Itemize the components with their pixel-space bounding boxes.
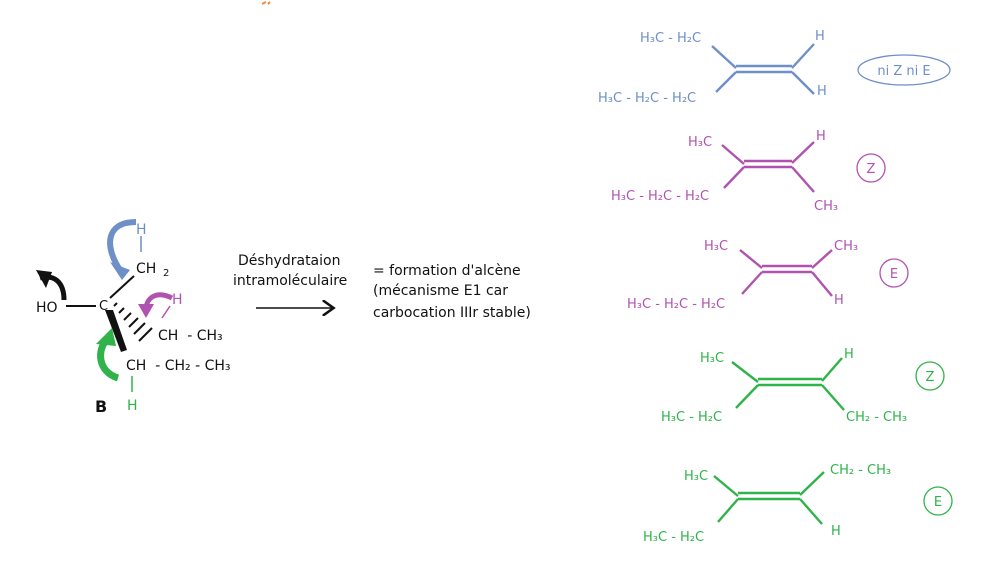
alkene-3-top-left: H₃C	[704, 239, 728, 254]
alkene-4-top-right: H	[844, 347, 854, 362]
alkene-5	[713, 471, 825, 525]
h-purple-label: H	[172, 292, 183, 308]
alkene-3	[739, 249, 833, 297]
alkene-4-bottom-left: H₃C - H₂C	[661, 410, 722, 425]
result-line1: = formation d'alcène	[373, 263, 521, 279]
ch-ch2-ch3-label: CH - CH₂ - CH₃	[126, 358, 231, 374]
alkene-4-stereo: Z	[926, 370, 935, 385]
green-arrowhead	[96, 328, 116, 346]
purple-arrowhead	[138, 304, 154, 318]
hashed-bond	[113, 302, 153, 342]
alkene-5-stereo: E	[934, 495, 942, 510]
black-arrowhead	[36, 270, 52, 288]
alkene-2	[721, 141, 815, 193]
alkene-4-top-left: H₃C	[700, 351, 724, 366]
blue-arrowhead	[110, 262, 130, 280]
alkene-1-stereo-oval	[857, 54, 951, 86]
alkene-4-bottom-right: CH₂ - CH₃	[846, 410, 907, 425]
ho-label: HO	[36, 300, 58, 316]
alkene-2-bottom-left: H₃C - H₂C - H₂C	[611, 189, 709, 204]
alkene-2-top-left: H₃C	[688, 135, 712, 150]
alkene-4-stereo-circle	[915, 361, 945, 391]
blue-curved-arrow	[107, 219, 137, 272]
alkene-3-bottom-left: H₃C - H₂C - H₂C	[627, 297, 725, 312]
result-line2: (mécanisme E1 car	[373, 283, 508, 299]
alkene-5-bottom-left: H₃C - H₂C	[643, 530, 704, 545]
ch-ch3-label: CH - CH₃	[158, 328, 223, 344]
h-green-label: H	[127, 398, 138, 414]
orange-mark	[261, 1, 271, 5]
wedge-bond	[105, 310, 127, 352]
alkene-2-bottom-right: CH₃	[814, 199, 838, 214]
alkene-5-stereo-circle	[923, 486, 953, 516]
alkene-5-top-left: H₃C	[684, 469, 708, 484]
alkene-3-stereo-circle	[879, 258, 909, 288]
c-ch2-bond	[109, 275, 135, 299]
alkene-2-stereo-circle	[856, 153, 886, 183]
alkene-1-top-left: H₃C - H₂C	[640, 31, 701, 46]
alkene-1	[711, 43, 815, 95]
alkene-1-bottom-right: H	[817, 84, 827, 99]
result-line3: carbocation IIIr stable)	[373, 305, 531, 321]
alkene-3-stereo: E	[890, 267, 898, 282]
alkene-2-stereo: Z	[867, 162, 876, 177]
alkene-2-top-right: H	[816, 129, 826, 144]
ch2-subscript: 2	[163, 268, 169, 279]
alkene-3-top-right: CH₃	[834, 239, 858, 254]
alkene-5-top-right: CH₂ - CH₃	[830, 463, 891, 478]
alkene-3-bottom-right: H	[834, 293, 844, 308]
reaction: Déshydrataion intramoléculaire = formati…	[233, 253, 531, 321]
arrow-label-line1: Déshydrataion	[238, 253, 340, 269]
alkene-1-stereo: ni Z ni E	[877, 64, 930, 79]
arrow-label-line2: intramoléculaire	[233, 273, 347, 289]
ch2-label: CH	[136, 261, 156, 277]
alkene-1-top-right: H	[815, 29, 825, 44]
molecule-b: HO C H CH 2 H CH - CH₃ CH - CH₂ - CH₃ H …	[36, 219, 231, 416]
alkene-1-bottom-left: H₃C - H₂C - H₂C	[598, 91, 696, 106]
molecule-b-label: B	[95, 397, 107, 416]
c-label: C	[99, 299, 108, 314]
h-top-label: H	[136, 222, 147, 238]
alkene-5-bottom-right: H	[831, 524, 841, 539]
alkene-4	[731, 357, 845, 411]
purple-h-bond	[161, 305, 171, 319]
